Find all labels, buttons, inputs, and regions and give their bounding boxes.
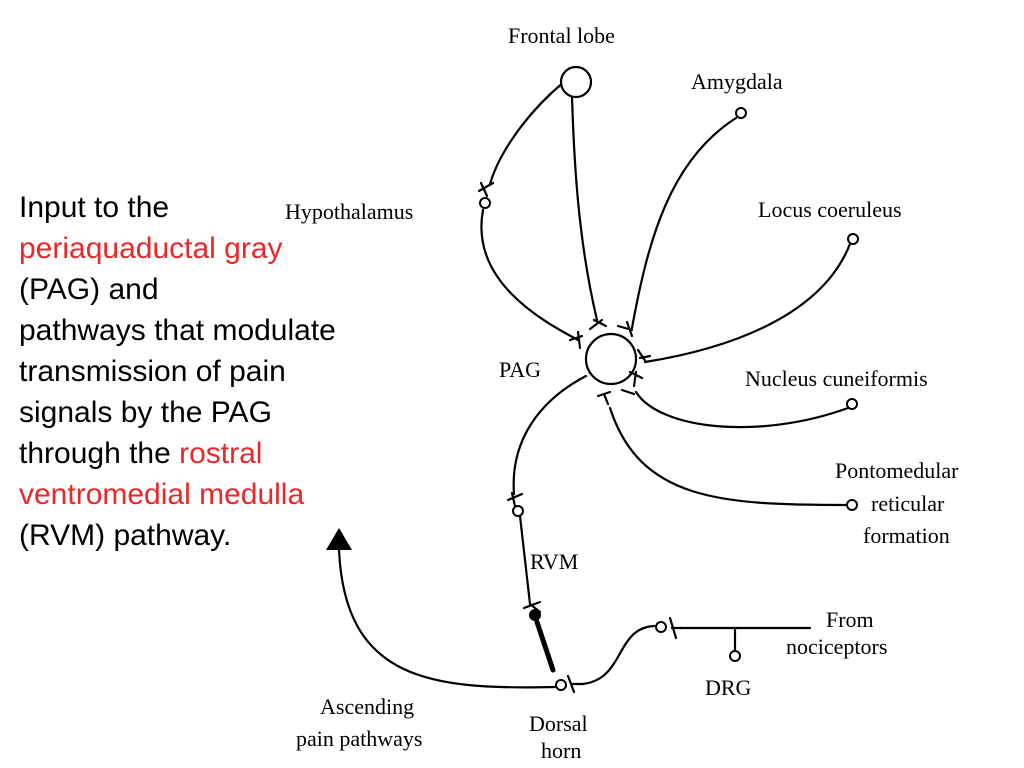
- synapse-pag-bottom-icon: [596, 390, 612, 406]
- synapse-dorsal-horn-icon: [566, 674, 584, 694]
- synapse-hypothalamus-icon: [477, 181, 495, 198]
- drg-cell-icon: [729, 650, 741, 662]
- synapse-rvm-icon: [506, 491, 524, 508]
- fiber-frontal-to-hypothalamus: [488, 80, 566, 186]
- synapse-pag-left-icon: [568, 330, 584, 350]
- label-nucleus-cuneiformis: Nucleus cuneiformis: [745, 366, 928, 391]
- caption-line-part: through the: [19, 437, 180, 470]
- label-pontomedular-2: reticular: [871, 491, 945, 516]
- inhibitory-interneuron: [534, 619, 556, 673]
- synapse-pag-right-icon: [636, 348, 652, 364]
- fiber-pag-to-rvm: [512, 374, 588, 496]
- label-nociceptors: nociceptors: [786, 634, 887, 659]
- locus-terminal-icon: [847, 233, 859, 245]
- caption-highlight-pag: periaquaductal gray: [19, 232, 283, 265]
- caption-line: transmission of pain: [19, 355, 286, 388]
- caption-line: signals by the PAG: [19, 396, 272, 429]
- rvm-terminal-icon: [512, 505, 524, 517]
- synapse-nociceptor-icon: [668, 616, 684, 640]
- synapse-pag-topright-icon: [616, 320, 634, 338]
- label-horn: horn: [541, 738, 581, 763]
- inhibitory-terminal-icon: [529, 609, 541, 621]
- caption-highlight-rvm: ventromedial medulla: [19, 478, 305, 511]
- fiber-pontomedular-to-pag: [608, 406, 848, 507]
- synapse-pag-lowright-icon: [628, 370, 644, 388]
- label-hypothalamus: Hypothalamus: [285, 199, 413, 224]
- synapse-pag-top-icon: [588, 318, 608, 331]
- fiber-cuneiformis-to-pag: [634, 390, 850, 429]
- cuneiformis-terminal-icon: [846, 398, 858, 410]
- fiber-frontal-to-pag: [570, 95, 599, 322]
- fiber-locus-to-pag: [643, 242, 852, 364]
- caption-text: Input to the periaquaductal gray (PAG) a…: [19, 187, 399, 556]
- label-drg: DRG: [705, 675, 752, 700]
- amygdala-terminal-icon: [735, 107, 747, 119]
- caption-line: (PAG) and: [19, 273, 159, 306]
- label-from: From: [826, 607, 874, 632]
- label-dorsal: Dorsal: [529, 711, 588, 736]
- label-amygdala: Amygdala: [691, 69, 783, 94]
- fiber-ascending: [337, 548, 557, 689]
- label-pontomedular-3: formation: [863, 523, 950, 548]
- fiber-rvm-to-dorsal-horn: [518, 514, 532, 606]
- dorsal-horn-terminal-icon: [555, 679, 567, 691]
- caption-line: (RVM) pathway.: [19, 519, 232, 552]
- pag-cell-icon: [584, 332, 638, 386]
- label-pain-pathways: pain pathways: [296, 726, 422, 751]
- label-frontal-lobe: Frontal lobe: [508, 23, 615, 48]
- frontal-lobe-cell-icon: [559, 65, 593, 99]
- label-rvm: RVM: [530, 549, 578, 574]
- caption-line: through the rostral: [19, 433, 399, 474]
- fiber-nociceptor-to-horn: [580, 624, 656, 686]
- caption-line: pathways that modulate: [19, 314, 336, 347]
- synapse-pag-lowright2-icon: [620, 388, 636, 396]
- fiber-amygdala-to-pag: [630, 116, 738, 330]
- pontomedular-terminal-icon: [846, 499, 858, 511]
- synapse-rvm-out-icon: [522, 600, 542, 614]
- label-ascending: Ascending: [320, 694, 414, 719]
- ascending-arrow-icon: [326, 528, 352, 550]
- nociceptor-terminal-icon: [655, 621, 667, 633]
- caption-line: Input to the: [19, 191, 170, 224]
- label-locus-coeruleus: Locus coeruleus: [758, 197, 902, 222]
- fiber-hypothalamus-to-pag: [480, 208, 580, 342]
- label-pontomedular-1: Pontomedular: [835, 458, 959, 483]
- hypothalamus-terminal-icon: [479, 197, 491, 209]
- label-pag: PAG: [499, 357, 541, 382]
- caption-highlight-rostral: rostral: [179, 437, 263, 470]
